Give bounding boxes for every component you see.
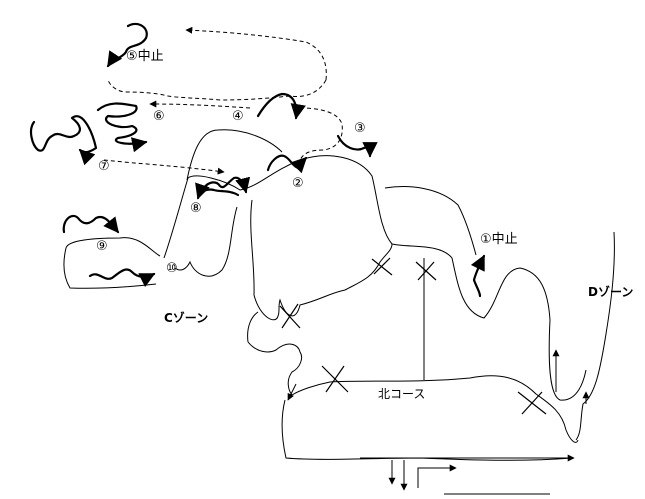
point-label-9: ⑨ [96,239,108,254]
outline-far-top [247,311,259,343]
passage-p8 [202,176,251,194]
point-label-1: ①中止 [480,232,518,247]
cross-mark [371,257,393,276]
point-label-7: ⑦ [98,159,110,174]
outline-south-course [281,399,573,461]
point-label-2: ② [292,176,304,191]
dashed-routes [103,26,343,175]
outline-corridor [250,199,393,321]
passage-p3 [336,134,378,158]
passage-p7 [29,115,98,166]
passage-p6 [96,102,148,153]
zone-label-c: Cゾーン [164,311,209,325]
cross-mark [517,391,547,415]
outline-lower-loop [247,341,303,396]
flow-arrows [287,349,590,491]
passage-p4 [256,92,306,120]
passage-p2 [266,154,308,174]
cross-marks [279,257,547,415]
explored-passages [29,22,486,298]
outline-chamber-c [163,159,301,259]
route-4-to-6 [149,100,251,109]
outline-d-zone [575,231,615,441]
point-label-3: ③ [354,121,366,136]
zone-label-d: Dゾーン [588,285,634,299]
passage-p9 [62,214,120,234]
passage-p8b [195,182,240,200]
outline-left-chamber [63,237,161,289]
point-label-4: ④ [232,109,244,124]
cross-mark [279,303,301,329]
arrow-small-left [287,383,297,401]
cave-outline [63,129,615,461]
cross-mark [321,365,349,393]
route-top [185,26,327,81]
route-7-to-8 [103,159,225,175]
survey-lines [423,258,550,495]
passage-p5 [106,22,148,68]
point-label-6: ⑥ [153,109,165,124]
point-label-10: ⑩ [166,261,178,276]
point-label-5: ⑤中止 [126,49,164,64]
outline-north-course [291,375,579,443]
outline-upper-right [384,186,477,256]
passage-p10 [88,268,156,288]
arrow-right-small [417,464,457,488]
course-label-north: 北コース [378,387,426,401]
cross-mark [415,261,437,281]
route-right-loop [107,79,327,101]
route-3-loop [299,107,343,161]
outline-central-wall [299,155,587,401]
point-label-8: ⑧ [190,201,202,216]
outline-south-c [174,206,238,277]
outline-inner-c [186,129,283,181]
passage-p1 [470,254,486,298]
